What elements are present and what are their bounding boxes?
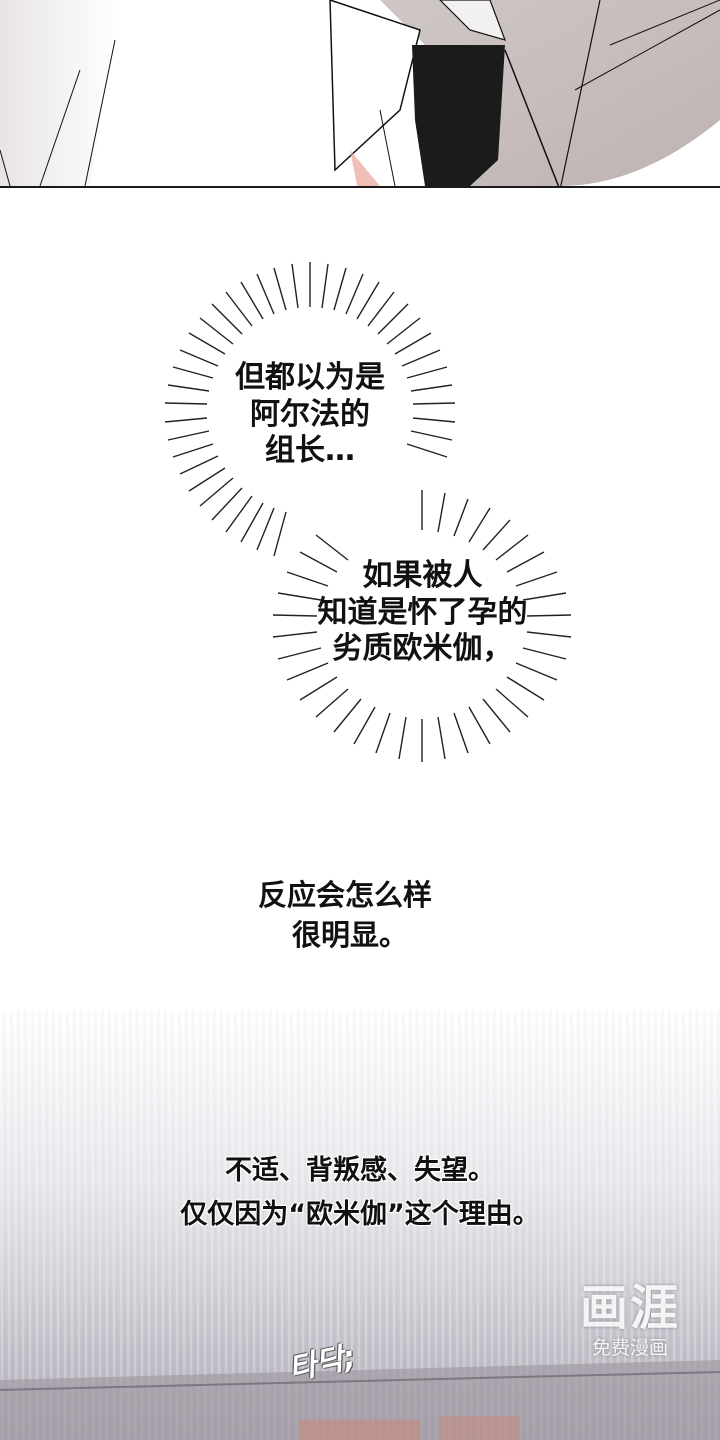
watermark: 画涯 免费漫画	[568, 1280, 692, 1360]
collar-tie-illustration	[0, 0, 720, 186]
top-comic-panel	[0, 0, 720, 188]
watermark-logo: 画涯	[579, 1280, 680, 1336]
narration-line-2: 很明显。	[292, 918, 409, 952]
speed-lines-burst-icon	[272, 490, 572, 762]
caption-line-2: 仅仅因为“欧米伽”这个理由。	[180, 1199, 540, 1230]
thought-text-2: 如果被人 知道是怀了孕的 劣质欧米伽，	[317, 558, 528, 667]
thought-text-1: 但都以为是 阿尔法的 组长…	[235, 360, 385, 469]
narration-line-1: 反应会怎么样	[258, 878, 433, 912]
thought-burst-1: 但都以为是 阿尔法的 组长…	[150, 262, 470, 562]
thought-burst-2: 如果被人 知道是怀了孕的 劣质欧米伽，	[250, 490, 595, 770]
building-roofline-illustration	[0, 1360, 720, 1440]
speed-lines-burst-icon	[164, 262, 456, 557]
watermark-subtitle: 免费漫画	[591, 1337, 668, 1359]
bottom-comic-panel	[0, 1010, 720, 1440]
caption-line-1: 不适、背叛感、失望。	[225, 1155, 495, 1186]
